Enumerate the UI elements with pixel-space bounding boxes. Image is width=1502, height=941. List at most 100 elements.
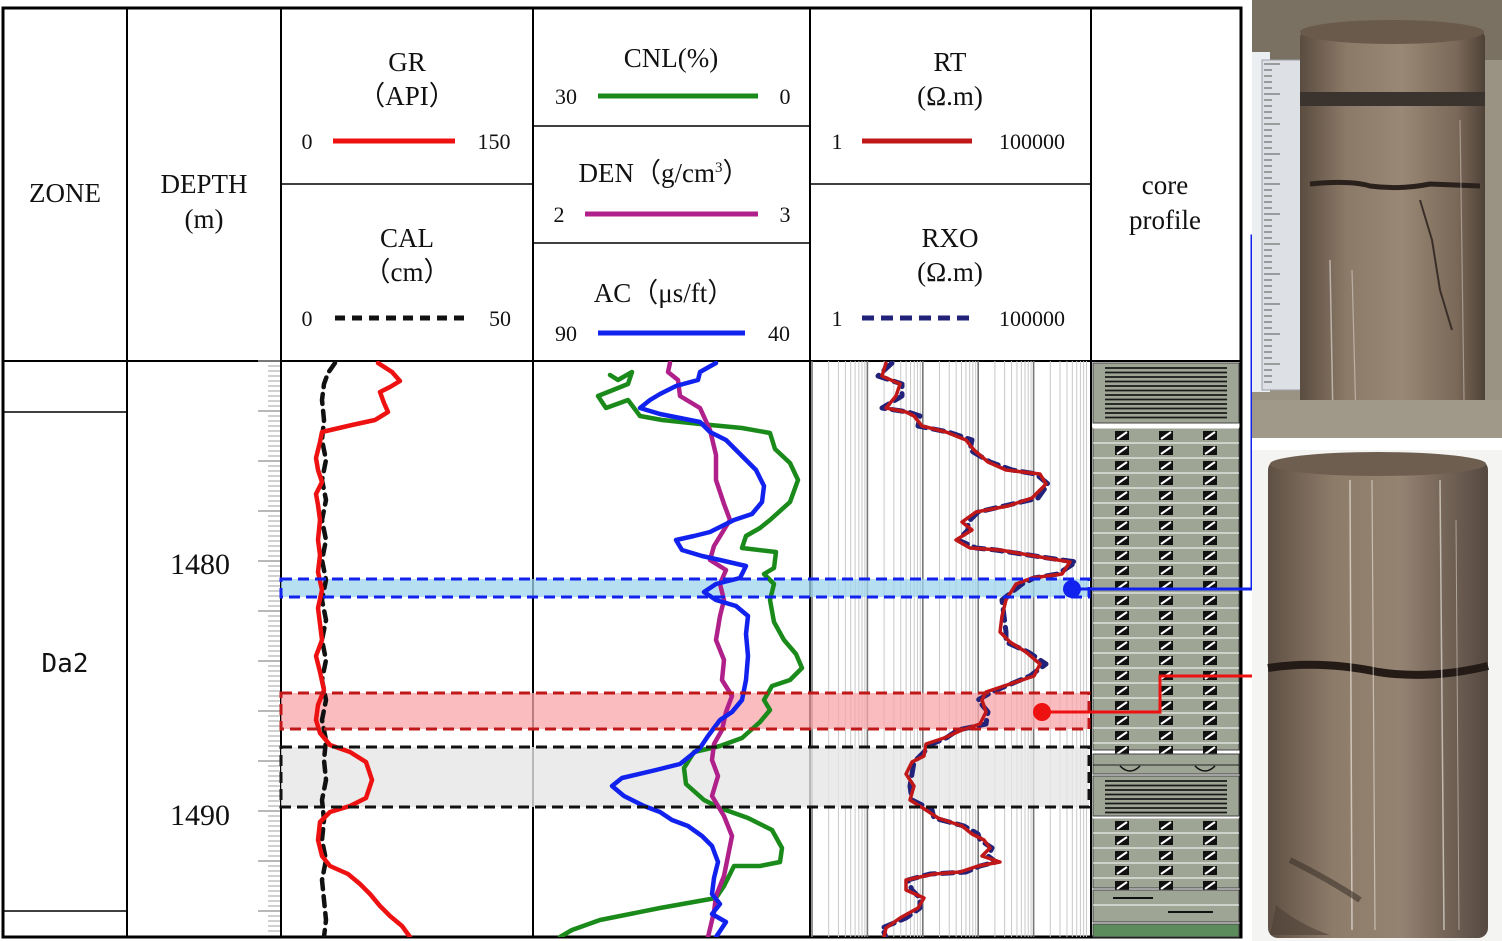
litho-slash [1160,881,1172,890]
litho-slash [1160,431,1172,440]
litho-slash [1204,626,1216,635]
litho-slash [1204,701,1216,710]
litho-slash [1204,686,1216,695]
litho-slash [1204,746,1216,755]
cal-curve [319,361,338,937]
gr-title: GR [388,47,426,77]
litho-slash [1204,431,1216,440]
ac-min: 90 [555,321,577,346]
litho-slash [1160,551,1172,560]
lithology-column [1092,362,1240,938]
litho-fill [1092,889,1240,923]
rt-max: 100000 [999,129,1065,154]
litho-slash [1116,671,1128,680]
litho-slash [1204,611,1216,620]
zone-name: Da2 [42,649,89,679]
litho-slash [1204,731,1216,740]
litho-slash [1116,461,1128,470]
litho-slash [1116,611,1128,620]
litho-arc [1194,765,1216,772]
litho-slash [1204,851,1216,860]
photo-gap [1252,438,1502,450]
log-curves [313,361,1079,937]
gr-unit: （API） [358,81,456,111]
rxo-title: RXO [921,223,978,253]
litho-slash [1116,521,1128,530]
litho-block [1092,427,1240,755]
ac-title: AC（μs/ft） [594,278,734,308]
litho-slash [1116,836,1128,845]
rxo-max: 100000 [999,306,1065,331]
litho-block [1092,923,1240,938]
den-title: DEN（g/cm3） [579,158,750,188]
litho-block [1092,753,1240,775]
litho-slash [1160,641,1172,650]
litho-slash [1160,731,1172,740]
den-title-sup: 3 [715,160,723,176]
rt-unit: (Ω.m) [917,81,983,111]
litho-slash [1116,716,1128,725]
litho-slash [1160,851,1172,860]
litho-slash [1160,476,1172,485]
litho-slash [1116,731,1128,740]
litho-slash [1204,491,1216,500]
litho-slash [1160,461,1172,470]
litho-slash [1116,866,1128,875]
litho-slash [1160,686,1172,695]
header-area: ZONE DEPTH (m) GR （API） 0 150 CAL （cm） 0… [29,43,1201,346]
depth-label-1490: 1490 [170,799,230,832]
litho-slash [1116,746,1128,755]
litho-slash [1204,641,1216,650]
litho-block [1092,362,1240,424]
litho-slash [1116,626,1128,635]
litho-block [1092,775,1240,817]
litho-fill [1092,775,1240,817]
litho-fill [1092,753,1240,775]
rxo-curve [875,361,1079,937]
rt-min: 1 [832,129,843,154]
depth-header: DEPTH [161,169,248,199]
red-connector [1042,674,1255,714]
litho-slash [1160,821,1172,830]
litho-slash [1204,521,1216,530]
ac-curve [609,361,767,937]
litho-slash [1160,701,1172,710]
litho-slash [1116,431,1128,440]
litho-block [1092,889,1240,923]
litho-slash [1160,746,1172,755]
cal-min: 0 [302,306,313,331]
litho-slash [1204,551,1216,560]
litho-slash [1204,476,1216,485]
litho-slash [1160,506,1172,515]
litho-slash [1204,446,1216,455]
litho-slash [1204,866,1216,875]
cal-title: CAL [380,223,434,253]
litho-slash [1116,656,1128,665]
litho-fill [1092,923,1240,938]
litho-slash [1160,491,1172,500]
rt-curve [880,361,1072,937]
litho-slash [1160,611,1172,620]
litho-slash [1116,641,1128,650]
litho-slash [1160,446,1172,455]
rxo-unit: (Ω.m) [917,257,983,287]
ac-max: 40 [768,321,790,346]
litho-arc [1119,765,1141,772]
rxo-min: 1 [832,306,843,331]
litho-slash [1160,536,1172,545]
litho-slash [1204,821,1216,830]
core-photo-bottom [1252,450,1502,941]
depth-unit: (m) [185,204,224,234]
litho-slash [1160,626,1172,635]
core-photo-top [1252,0,1502,438]
zone-header: ZONE [29,178,101,208]
litho-slash [1160,866,1172,875]
litho-slash [1204,506,1216,515]
litho-block [1092,817,1240,890]
resistivity-log-grid [811,361,1087,937]
cnl-title: CNL(%) [624,43,718,73]
litho-slash [1204,881,1216,890]
core-header-line2: profile [1129,205,1201,235]
litho-slash [1116,491,1128,500]
